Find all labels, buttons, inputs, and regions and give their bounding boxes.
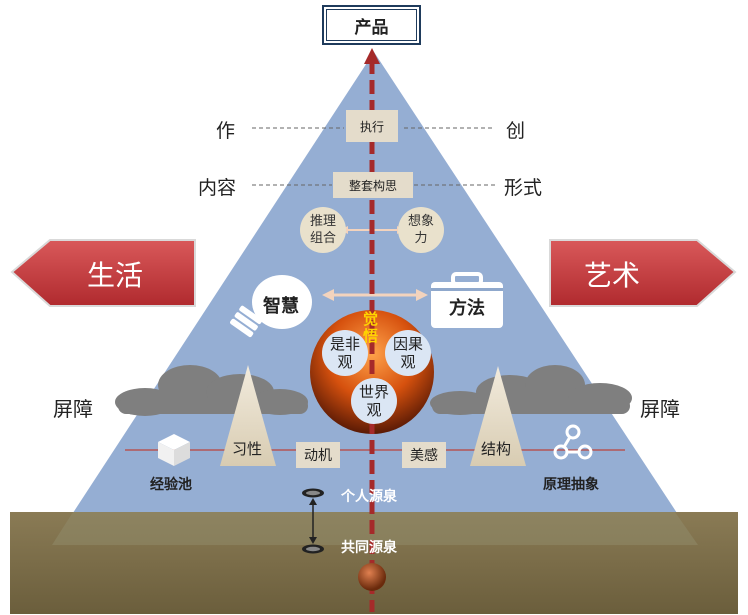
wisdom-label: 智慧 [263, 296, 299, 317]
barrier-left-label: 屏障 [53, 397, 93, 421]
pyramid [52, 52, 698, 545]
right-wrong-line1: 是非 [329, 335, 360, 353]
imagination-circle: 想象力 [398, 207, 444, 253]
lightbulb-icon [230, 275, 312, 338]
product-label: 产品 [354, 17, 389, 38]
experience-pool-label: 经验池 [150, 477, 192, 493]
method-label: 方法 [449, 298, 485, 319]
right-wrong-line2: 观 [337, 353, 353, 371]
imagination-line1: 想象 [407, 214, 434, 229]
term-zuo: 作 [216, 120, 236, 142]
term-chuang: 创 [506, 120, 526, 142]
overall-concept-box: 整套构思 [333, 172, 413, 198]
structure-label: 结构 [481, 440, 512, 458]
aesthetics-box: 美感 [402, 442, 446, 468]
awakening-line1: 觉 [363, 310, 379, 328]
nodes-icon [553, 424, 593, 460]
toolbox-icon [431, 272, 503, 328]
personal-source-label: 个人源泉 [341, 489, 397, 505]
cube-icon [158, 434, 190, 466]
awakening-line2: 悟 [363, 327, 379, 345]
arrow-right-shape [549, 239, 737, 307]
causality-line2: 观 [400, 353, 416, 371]
common-source-label: 共同源泉 [341, 540, 397, 556]
habit-label: 习性 [232, 440, 263, 458]
imagination-line2: 力 [414, 231, 428, 246]
term-neirong: 内容 [198, 177, 237, 199]
causality-view-circle: 因果观 [385, 330, 431, 376]
product-box: 产品 [322, 5, 421, 45]
arrow-left-shape [10, 239, 196, 307]
arrow-art-label: 艺术 [584, 259, 641, 292]
arrow-life-label: 生活 [87, 259, 144, 292]
causality-line1: 因果 [392, 335, 423, 353]
world-view-circle: 世界观 [351, 378, 397, 424]
principle-abstraction-label: 原理抽象 [543, 477, 599, 493]
source-ball [358, 563, 386, 591]
barrier-right-label: 屏障 [640, 397, 680, 421]
execution-box: 执行 [346, 110, 398, 142]
reasoning-line2: 组合 [309, 231, 336, 246]
mountain-left [220, 365, 276, 466]
world-view-line1: 世界 [358, 383, 389, 401]
reasoning-line1: 推理 [309, 214, 336, 229]
mountain-right [470, 366, 526, 466]
awakening-label: 觉悟 [363, 311, 378, 345]
term-xingshi: 形式 [504, 177, 543, 199]
motivation-box: 动机 [296, 442, 340, 468]
reasoning-circle: 推理组合 [300, 207, 346, 253]
right-wrong-view-circle: 是非观 [322, 330, 368, 376]
cloud-right [430, 365, 632, 415]
world-view-line2: 观 [366, 401, 382, 419]
